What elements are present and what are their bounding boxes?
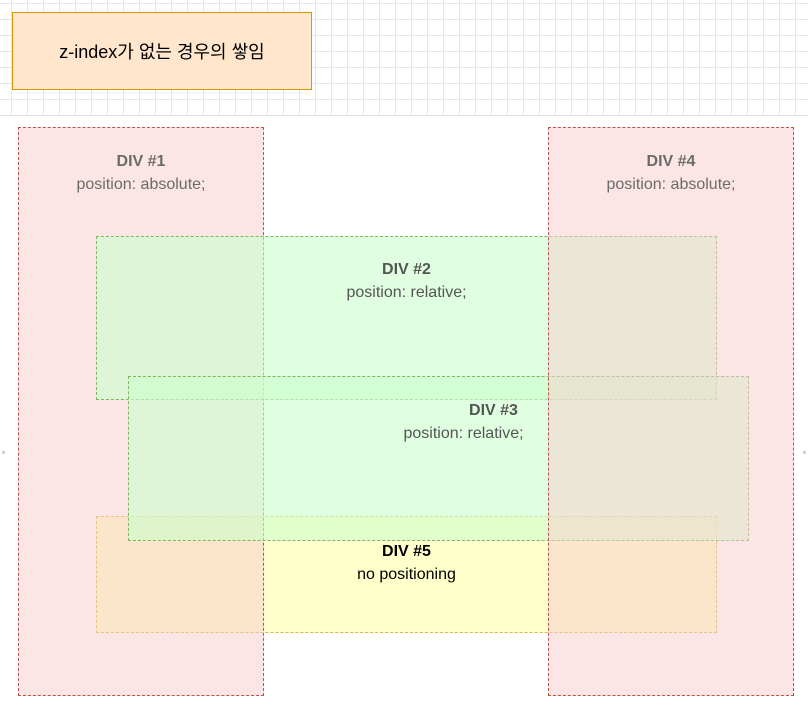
div3-name: DIV #3 — [469, 402, 518, 419]
right-edge-handle — [803, 451, 806, 454]
diagram-title-text: z-index가 없는 경우의 쌓임 — [59, 42, 265, 62]
div3-label-group: DIV #3 position: relative; — [154, 399, 773, 445]
div4-desc: position: absolute; — [606, 176, 736, 193]
div5-name: DIV #5 — [382, 543, 431, 560]
div1-name: DIV #1 — [116, 153, 166, 170]
div3-desc: position: relative; — [403, 425, 524, 442]
div4-name: DIV #4 — [646, 153, 696, 170]
diagram-title: z-index가 없는 경우의 쌓임 — [12, 12, 312, 90]
div5-desc: no positioning — [357, 566, 456, 583]
div1-desc: position: absolute; — [76, 176, 206, 193]
div2-name: DIV #2 — [382, 261, 431, 278]
div4-box: DIV #4 position: absolute; — [548, 127, 794, 696]
left-edge-handle — [2, 451, 5, 454]
div2-desc: position: relative; — [346, 284, 467, 301]
